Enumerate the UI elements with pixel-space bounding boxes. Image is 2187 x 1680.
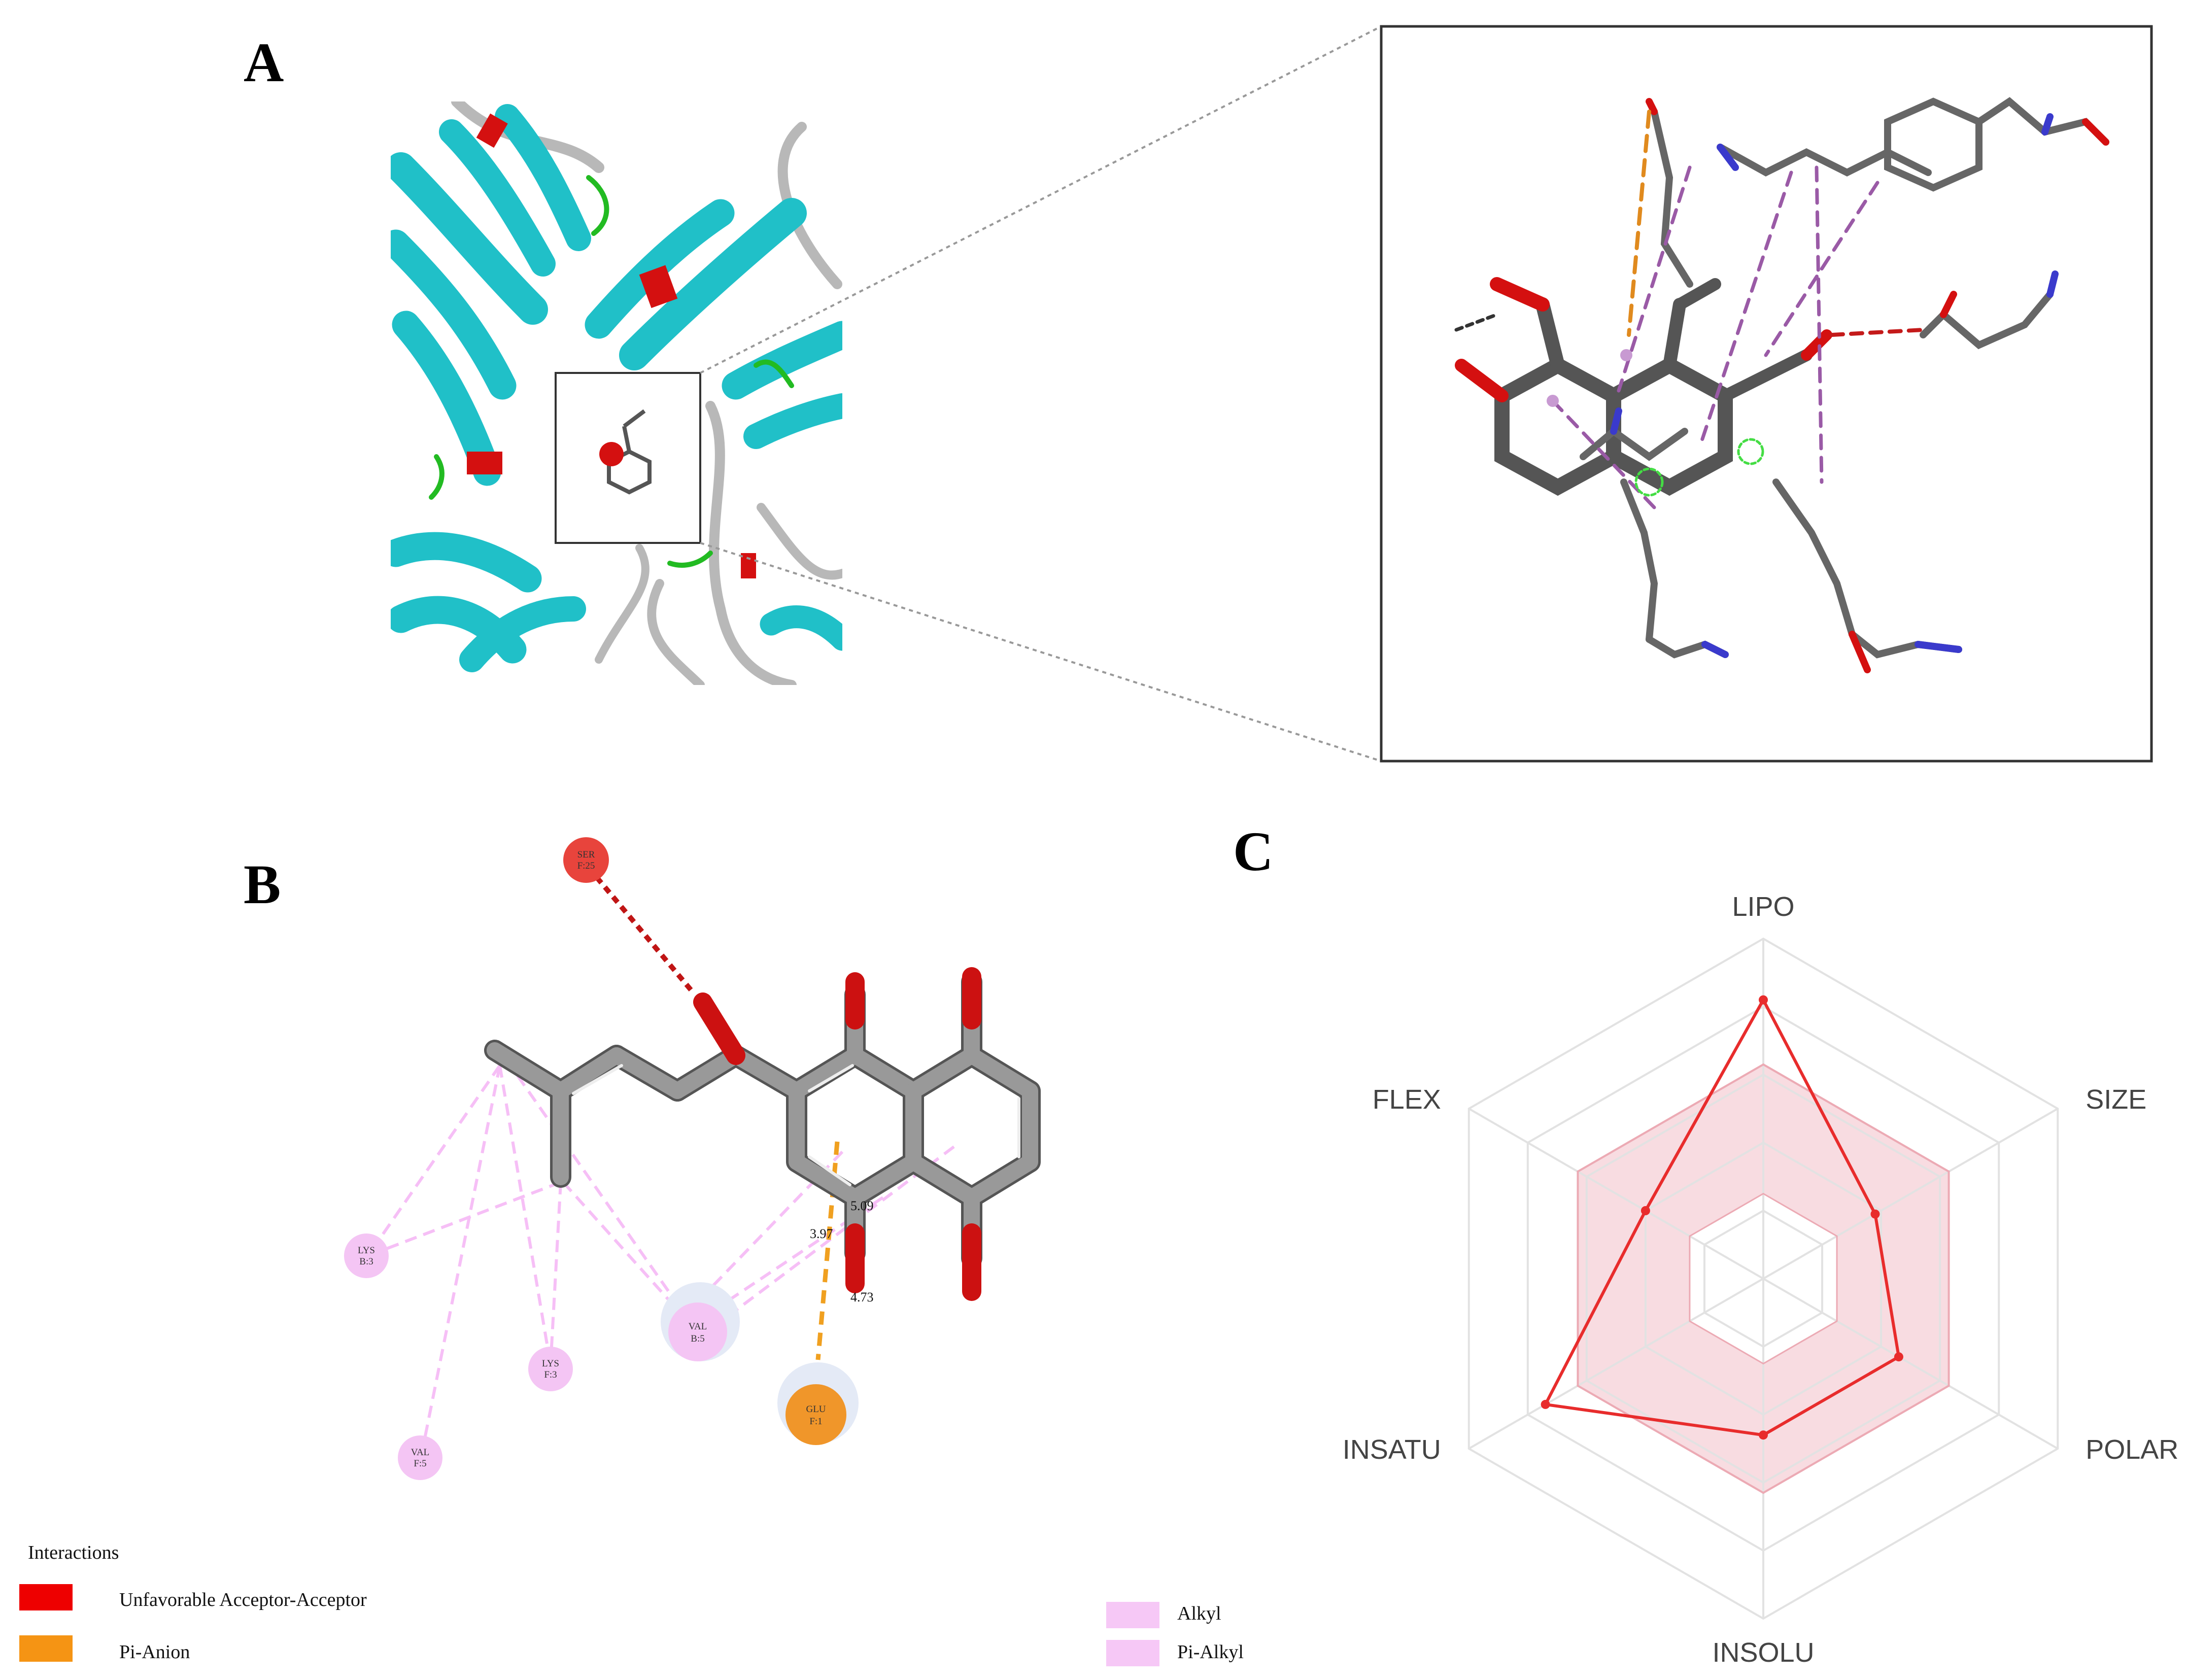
legend-label: Unfavorable Acceptor-Acceptor	[119, 1589, 367, 1610]
residue-val-b5: VAL B:5	[661, 1282, 740, 1361]
optimal-range-outer	[1577, 1063, 1950, 1494]
alkyl-interaction-lines	[366, 1065, 955, 1457]
svg-text:F:1: F:1	[809, 1416, 822, 1427]
svg-text:VAL: VAL	[411, 1447, 430, 1458]
svg-text:F:25: F:25	[577, 861, 595, 871]
radar-axis-label: SIZE	[2086, 1084, 2146, 1115]
legend-label: Pi-Alkyl	[1177, 1641, 1244, 1663]
radar-data-point	[1759, 1430, 1768, 1440]
pi-anion-line	[815, 1141, 840, 1360]
binding-site-zoom	[1380, 25, 2153, 763]
legend-swatch	[19, 1635, 73, 1662]
svg-text:B:5: B:5	[691, 1333, 704, 1344]
residue-glu-f1: GLU F:1	[777, 1362, 859, 1445]
radar-data-point	[1870, 1209, 1880, 1219]
radar-axis-label: FLEX	[1373, 1084, 1441, 1115]
panel-a-label: A	[244, 31, 284, 93]
bioavailability-radar: LIPO SIZE POLAR INSOLU INSATU FLEX	[1343, 892, 2179, 1668]
radar-spoke	[1763, 1278, 2059, 1450]
zoom-leader-bottom	[700, 542, 1382, 762]
interaction-legend: Interactions Unfavorable Acceptor-Accept…	[19, 1542, 1244, 1666]
svg-text:GLU: GLU	[806, 1404, 826, 1415]
svg-text:F:5: F:5	[414, 1458, 426, 1469]
residue-lys-b3: LYS B:3	[344, 1233, 389, 1278]
svg-text:LYS: LYS	[358, 1245, 375, 1256]
residue-ser-f25: SER F:25	[563, 837, 609, 883]
panel-c-label: C	[1233, 820, 1273, 882]
legend-title: Interactions	[28, 1542, 119, 1563]
radar-axis-label: INSATU	[1343, 1434, 1441, 1465]
radar-data-point	[1759, 995, 1768, 1005]
panel-b-label: B	[244, 853, 281, 915]
svg-text:LYS: LYS	[542, 1358, 559, 1369]
svg-text:B:3: B:3	[359, 1256, 373, 1267]
distance-label: 5.09	[850, 1198, 874, 1213]
svg-text:F:3: F:3	[544, 1369, 557, 1380]
legend-label: Alkyl	[1177, 1603, 1221, 1624]
legend-label: Pi-Anion	[119, 1641, 190, 1663]
distance-label: 3.97	[810, 1226, 833, 1241]
legend-swatch	[1106, 1602, 1159, 1628]
radar-axis-label: LIPO	[1732, 892, 1794, 922]
optimal-range-inner	[1689, 1192, 1838, 1365]
interaction-diagram-2d: 5.09 3.97 4.73 SER F:25 LYS B:3 LYS F:3 …	[19, 837, 1244, 1666]
svg-text:VAL: VAL	[689, 1321, 707, 1332]
residue-lys-f3: LYS F:3	[528, 1347, 573, 1391]
zoom-leader-top	[700, 25, 1382, 374]
legend-swatch	[1106, 1640, 1159, 1666]
radar-axis-label: INSOLU	[1712, 1637, 1814, 1668]
radar-data-point	[1541, 1399, 1550, 1409]
legend-swatch	[19, 1584, 73, 1610]
ligand-structure	[484, 967, 1041, 1301]
radar-data-point	[1894, 1352, 1903, 1362]
residue-val-f5: VAL F:5	[398, 1435, 442, 1480]
radar-data-point	[1641, 1206, 1650, 1215]
distance-label: 4.73	[850, 1290, 874, 1305]
protein-ribbon-view	[391, 101, 842, 685]
radar-spoke	[1468, 1278, 1764, 1450]
radar-spoke	[1763, 1108, 2059, 1280]
acceptor-acceptor-line	[587, 866, 695, 994]
radar-spoke	[1468, 1108, 1764, 1280]
svg-text:SER: SER	[577, 849, 595, 860]
optimal-range-band	[1578, 1064, 1949, 1493]
radar-axis-label: POLAR	[2086, 1434, 2178, 1465]
